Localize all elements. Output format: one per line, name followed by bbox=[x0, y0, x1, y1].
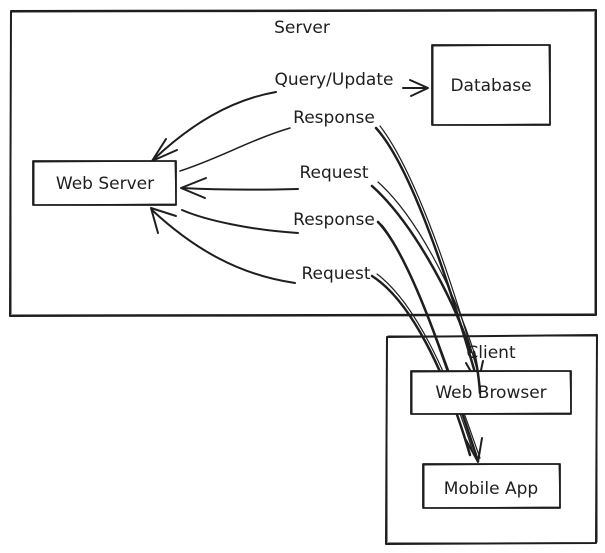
client-container: Client bbox=[385, 334, 598, 545]
edge-response-server-mobile bbox=[181, 209, 483, 463]
node-mobile-app-label: Mobile App bbox=[444, 479, 538, 499]
node-database[interactable]: Database bbox=[431, 44, 551, 126]
server-container: Server bbox=[9, 9, 597, 317]
node-web-server-label: Web Server bbox=[56, 174, 154, 194]
edge-label-response-db: Response bbox=[293, 108, 375, 128]
node-web-browser-label: Web Browser bbox=[435, 383, 546, 403]
server-container-label: Server bbox=[274, 18, 330, 38]
edge-label-request-mobile: Request bbox=[301, 264, 370, 284]
node-web-server[interactable]: Web Server bbox=[32, 160, 177, 206]
edge-query-update bbox=[151, 79, 429, 162]
client-container-label: Client bbox=[466, 343, 516, 363]
edge-labels: Query/Update Response Request Response R… bbox=[275, 70, 394, 284]
node-mobile-app[interactable]: Mobile App bbox=[422, 463, 561, 509]
edge-request-browser-server bbox=[180, 177, 475, 354]
edges bbox=[150, 79, 484, 463]
node-web-browser[interactable]: Web Browser bbox=[410, 350, 572, 415]
edge-label-response-mobile: Response bbox=[293, 210, 375, 230]
node-database-label: Database bbox=[450, 76, 531, 96]
edge-label-query-update: Query/Update bbox=[275, 70, 394, 90]
edge-label-request-browser: Request bbox=[299, 163, 368, 183]
edge-request-mobile-server bbox=[150, 207, 474, 457]
